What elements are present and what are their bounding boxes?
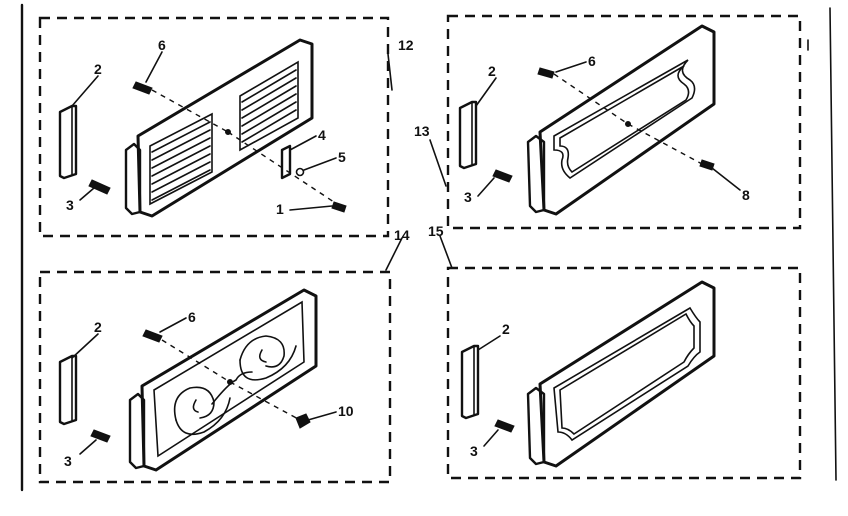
kit-c-scroll-ornament: [173, 335, 297, 436]
kit-c-scrolled-panel: [128, 288, 318, 472]
kit-b-handle: [458, 100, 478, 170]
kit-d-handle: [460, 344, 480, 420]
kit-c-label-10: 10: [338, 403, 354, 419]
kit-b-screw-3: [492, 169, 513, 183]
kit-c-label-6: 6: [188, 309, 196, 325]
kit-a-label-6: 6: [158, 37, 166, 53]
kit-b-label-8: 8: [742, 187, 750, 203]
kit-b-label-6: 6: [588, 53, 596, 69]
kit-d-group: 2 3 15: [428, 223, 802, 480]
kit-b-framed-panel: [526, 24, 716, 216]
kit-c-screw-3: [90, 429, 111, 443]
kit-a-louvers-left: [151, 121, 211, 201]
kit-a-screw-6: [132, 81, 153, 95]
kit-d-screw-3: [494, 419, 515, 433]
kit-a-label-2: 2: [94, 61, 102, 77]
kit-b-label-2: 2: [488, 63, 496, 79]
kit-b-group: 2 3 6 8 13: [414, 14, 809, 230]
kit-a-part-4: [280, 144, 292, 180]
kit-d-label-3: 3: [470, 443, 478, 459]
kit-d-box: [446, 266, 802, 480]
kit-c-handle: [58, 354, 78, 426]
kit-d-label-2: 2: [502, 321, 510, 337]
kit-a-label-12: 12: [398, 37, 414, 53]
kit-a-box: [38, 16, 390, 238]
kit-a-label-1: 1: [276, 201, 284, 217]
kit-a-part-5: [295, 167, 305, 177]
kit-a-louvers-right: [241, 69, 297, 143]
kit-b-label-13: 13: [414, 123, 430, 139]
kit-a-louvered-panel: [124, 38, 314, 218]
kit-a-handle: [58, 104, 78, 180]
kit-b-label-3: 3: [464, 189, 472, 205]
kit-a-part-1: [331, 201, 347, 213]
kit-a-label-5: 5: [338, 149, 346, 165]
kit-c-group: 2 3 6 10 14: [38, 227, 410, 484]
kit-d-label-15: 15: [428, 223, 444, 239]
kit-c-box: [38, 270, 392, 484]
kit-c-screw-10: [295, 413, 311, 429]
kit-c-screw-6: [142, 329, 163, 343]
kit-d-plain-panel: [526, 280, 716, 468]
kit-c-label-14: 14: [394, 227, 410, 243]
kit-c-label-3: 3: [64, 453, 72, 469]
kit-a-label-3: 3: [66, 197, 74, 213]
kit-c-label-2: 2: [94, 319, 102, 335]
kit-a-group: 2 3 6 12 4 5 1: [38, 16, 414, 238]
kit-a-label-4: 4: [318, 127, 326, 143]
kit-b-screw-6: [537, 67, 555, 79]
right-edge-line: [829, 7, 837, 481]
kit-b-box: [446, 14, 802, 230]
kit-a-screw-3: [88, 179, 111, 195]
